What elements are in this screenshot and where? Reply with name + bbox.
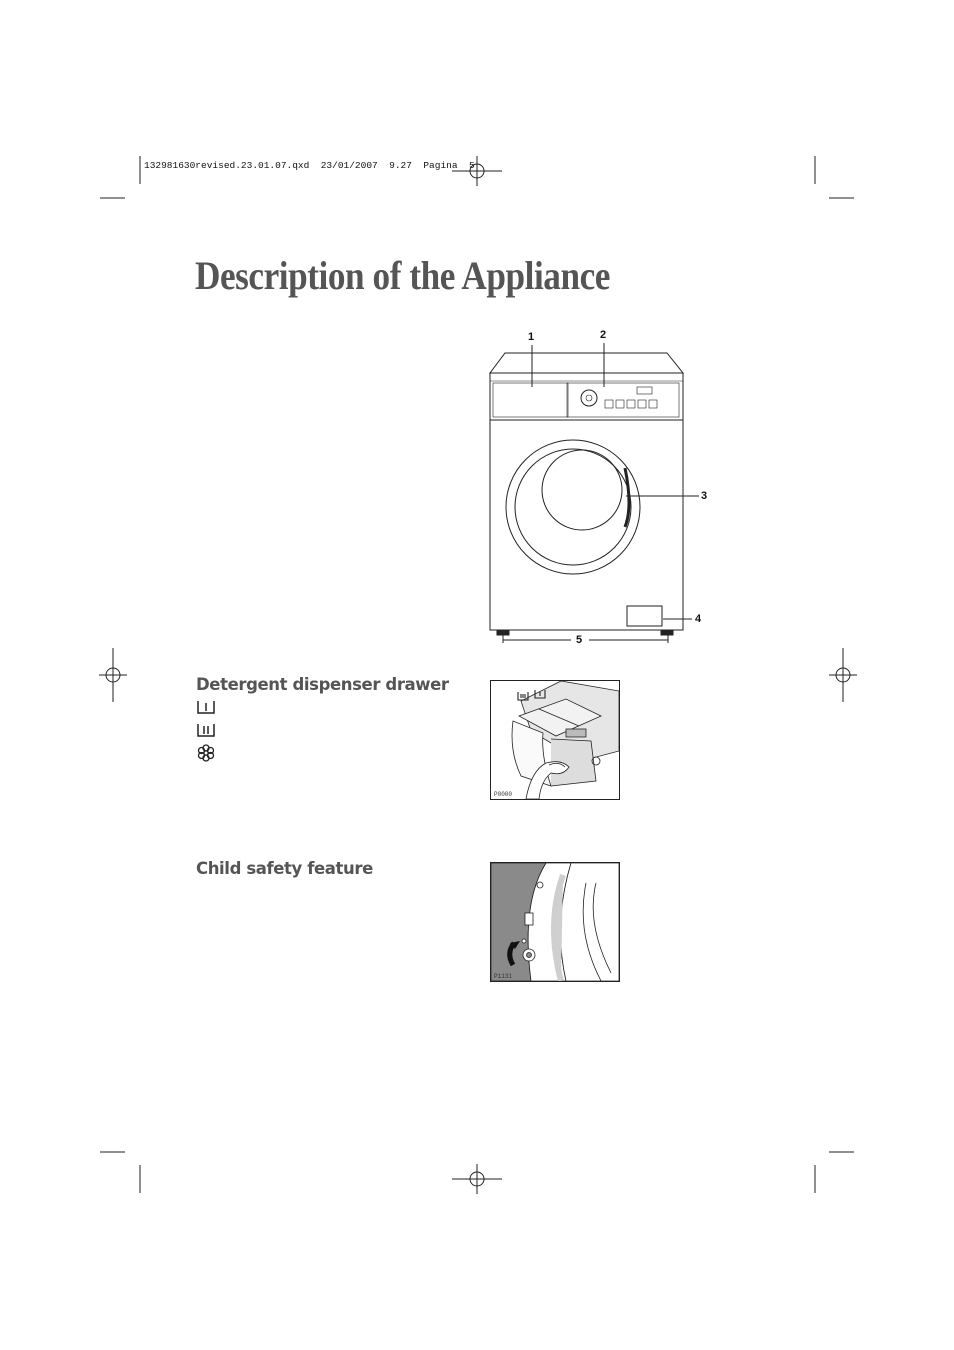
page-title: Description of the Appliance	[195, 253, 610, 298]
callout-3: 3	[701, 490, 708, 502]
callout-4: 4	[695, 613, 702, 625]
compartment-I-icon	[197, 701, 215, 714]
safety-photo-code: P1131	[494, 973, 513, 980]
softener-flower-icon	[197, 744, 215, 762]
callout-2: 2	[600, 329, 607, 341]
drawer-photo-code: P0000	[494, 791, 513, 798]
compartment-II-icon	[197, 724, 215, 737]
print-header: 132981630revised.23.01.07.qxd 23/01/2007…	[144, 160, 475, 171]
callout-5: 5	[576, 634, 583, 646]
detergent-drawer-heading: Detergent dispenser drawer	[196, 675, 449, 694]
washing-machine-diagram	[489, 343, 699, 643]
callout-1: 1	[528, 331, 535, 343]
child-safety-heading: Child safety feature	[196, 859, 373, 878]
child-safety-photo: P1131	[490, 862, 620, 982]
detergent-drawer-photo: P0000	[490, 680, 620, 800]
